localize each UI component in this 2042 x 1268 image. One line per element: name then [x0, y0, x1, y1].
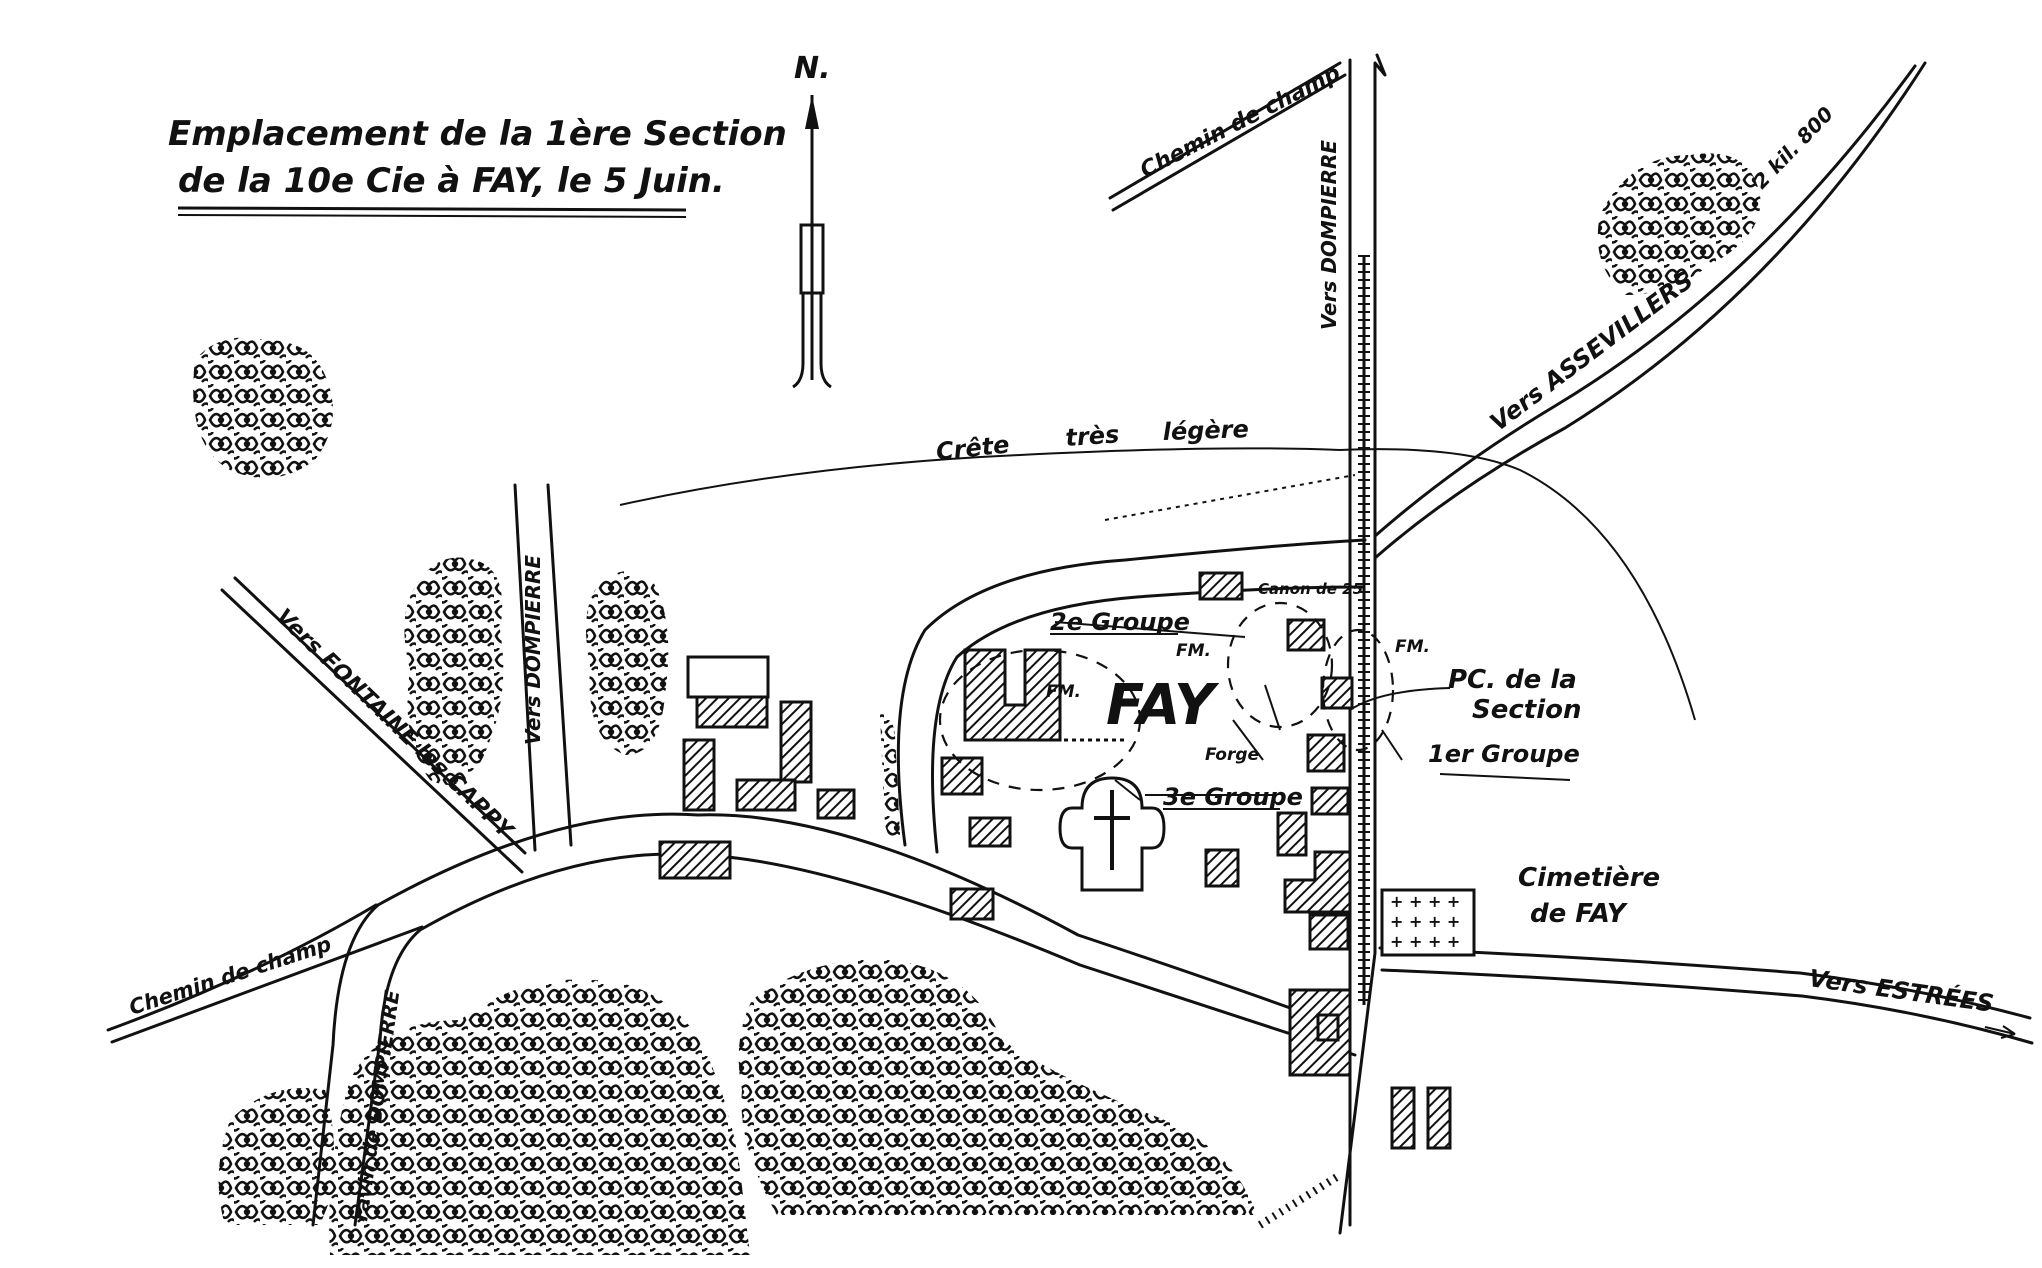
label-pc: PC. de la [1448, 665, 1577, 695]
svg-text:+ + + +: + + + + [1390, 912, 1460, 931]
map-title: Emplacement de la 1ère Section de la 10e… [168, 114, 787, 218]
groupe-2-zone [938, 648, 1142, 792]
wood-south-west [329, 979, 750, 1255]
label-vers-dompierre-left: Vers DOMPIERRE [521, 555, 545, 745]
north-arrow-icon: N. [792, 51, 832, 389]
group-positions [938, 601, 1451, 801]
cemetery: + + + + + + + + + + + + [1380, 888, 1476, 957]
label-canon: Canon de 25 [1258, 580, 1363, 598]
label-cimetiere-fay: de FAY [1530, 899, 1629, 929]
svg-text:+ + + +: + + + + [1390, 892, 1460, 911]
title-line-1: Emplacement de la 1ère Section [168, 114, 787, 154]
label-fm-centre: FM. [1176, 641, 1211, 661]
title-line-2: de la 10e Cie à FAY, le 5 Juin. [178, 161, 725, 201]
label-cimetiere: Cimetière [1518, 863, 1660, 893]
label-fm-west: FM. [1046, 682, 1081, 702]
buildings [658, 571, 1452, 1150]
wood-east-road [880, 712, 900, 839]
woodland-areas [193, 153, 1761, 1255]
groupe-1-underline [1439, 773, 1571, 781]
groupe-2b-zone [1226, 601, 1334, 729]
title-underline-2 [177, 214, 687, 218]
wood-west [404, 557, 504, 785]
road-network [106, 53, 2034, 1235]
label-forge: Forge [1205, 745, 1259, 765]
arrow-estrees-icon [1984, 1025, 2016, 1039]
groupe-1-zone [1321, 628, 1395, 752]
label-tres: très [1064, 420, 1120, 452]
building-outline [686, 655, 770, 699]
village-name: FAY [1106, 673, 1220, 738]
label-chemin-de-champ-top: Chemin de champ [1136, 61, 1344, 184]
wood-northeast [1597, 153, 1761, 295]
wood-south-centre [738, 959, 1257, 1215]
label-pc-section: Section [1472, 695, 1581, 725]
title-underline [177, 206, 687, 212]
svg-text:+ + + +: + + + + [1390, 932, 1460, 951]
wood-centre-west [586, 571, 669, 755]
north-label: N. [794, 51, 831, 86]
label-groupe-2: 2e Groupe [1050, 608, 1190, 636]
railway-track [1257, 255, 1370, 1229]
church-icon [1058, 776, 1166, 892]
label-fm-east: FM. [1395, 637, 1430, 657]
wood-southwest-strip [218, 1088, 334, 1225]
label-legere: légère [1162, 415, 1249, 446]
label-groupe-1: 1er Groupe [1428, 740, 1580, 768]
label-chemin-de-champ-left: Chemin de champ [126, 932, 334, 1020]
label-vers-estrees: Vers ESTRÉES [1807, 963, 1995, 1018]
wood-northwest [193, 337, 333, 478]
label-vers-dompierre-top: Vers DOMPIERRE [1317, 140, 1341, 330]
label-groupe-3: 3e Groupe [1163, 783, 1303, 811]
label-crete: Crête [935, 430, 1011, 466]
